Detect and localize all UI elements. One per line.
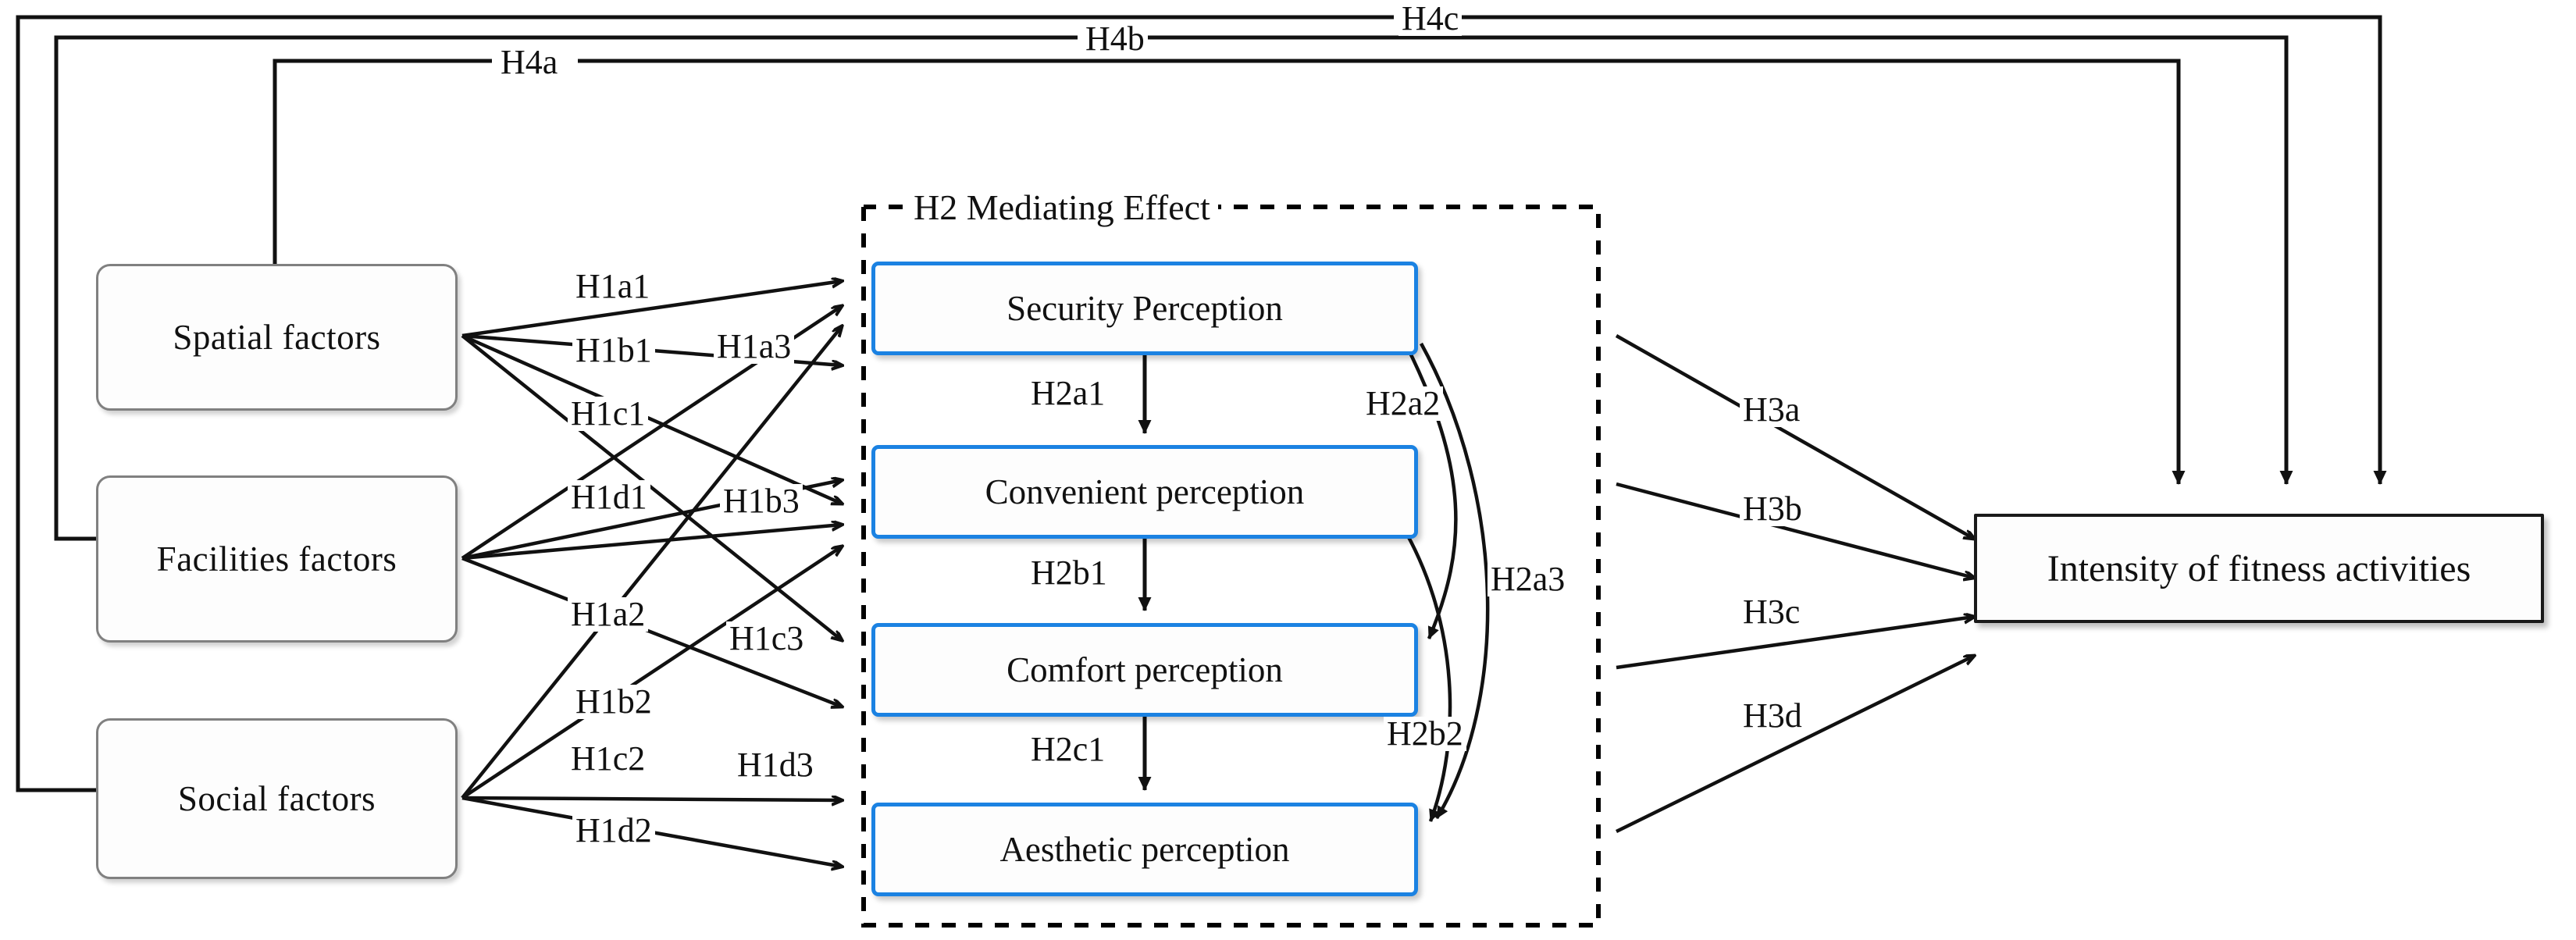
edge-label-h1b3: H1b3 xyxy=(720,484,803,518)
box-intensity-of-fitness-activities-label: Intensity of fitness activities xyxy=(2047,547,2471,589)
box-comfort-perception[interactable]: Comfort perception xyxy=(871,623,1418,717)
box-aesthetic-perception-label: Aesthetic perception xyxy=(999,830,1290,869)
box-facilities-factors[interactable]: Facilities factors xyxy=(96,475,458,643)
edge-label-h1a1: H1a1 xyxy=(572,269,654,304)
edge-label-h1b2: H1b2 xyxy=(572,685,655,719)
h4a-path xyxy=(273,59,2186,485)
h4b-path xyxy=(54,35,2293,541)
edge-label-h1a2: H1a2 xyxy=(568,597,649,632)
edge-label-h1b1: H1b1 xyxy=(572,333,655,368)
edge-label-h3c: H3c xyxy=(1740,595,1804,629)
edge-label-h1d2: H1d2 xyxy=(572,814,655,848)
edge-label-h2a3: H2a3 xyxy=(1488,562,1569,596)
edge-label-h1a3: H1a3 xyxy=(714,329,795,364)
mediating-effect-group-border xyxy=(861,205,1601,928)
edge-label-h4b: H4b xyxy=(1082,22,1148,56)
edge-label-h1d1: H1d1 xyxy=(568,480,650,515)
edge-label-h1c2: H1c2 xyxy=(568,742,649,776)
box-aesthetic-perception[interactable]: Aesthetic perception xyxy=(871,803,1418,896)
box-facilities-factors-label: Facilities factors xyxy=(156,539,397,579)
box-social-factors[interactable]: Social factors xyxy=(96,718,458,879)
box-spatial-factors-label: Spatial factors xyxy=(173,318,381,357)
box-security-perception-label: Security Perception xyxy=(1007,289,1283,328)
box-security-perception[interactable]: Security Perception xyxy=(871,262,1418,355)
box-convenient-perception-label: Convenient perception xyxy=(985,472,1305,511)
edge-label-h4a: H4a xyxy=(497,45,561,80)
h3-edges xyxy=(1615,334,1974,834)
edge-label-h3b: H3b xyxy=(1740,492,1805,526)
edge-label-h3a: H3a xyxy=(1740,393,1804,427)
box-spatial-factors[interactable]: Spatial factors xyxy=(96,264,458,411)
edge-label-h1c1: H1c1 xyxy=(568,397,649,431)
mediating-effect-group-title: H2 Mediating Effect xyxy=(906,190,1218,226)
edge-label-h2b2: H2b2 xyxy=(1384,717,1466,751)
edge-label-h2a2: H2a2 xyxy=(1363,386,1444,421)
edge-label-h1c3: H1c3 xyxy=(726,621,807,656)
edge-label-h3d: H3d xyxy=(1740,699,1805,733)
box-social-factors-label: Social factors xyxy=(177,779,376,818)
edge-label-h2a1: H2a1 xyxy=(1028,376,1109,411)
box-comfort-perception-label: Comfort perception xyxy=(1007,650,1283,689)
box-intensity-of-fitness-activities[interactable]: Intensity of fitness activities xyxy=(1974,514,2544,623)
edge-label-h2c1: H2c1 xyxy=(1028,732,1109,767)
edge-label-h4c: H4c xyxy=(1398,2,1463,36)
box-convenient-perception[interactable]: Convenient perception xyxy=(871,445,1418,539)
h4c-path xyxy=(16,15,2387,792)
edge-label-h2b1: H2b1 xyxy=(1028,556,1110,590)
edge-label-h1d3: H1d3 xyxy=(734,748,817,782)
